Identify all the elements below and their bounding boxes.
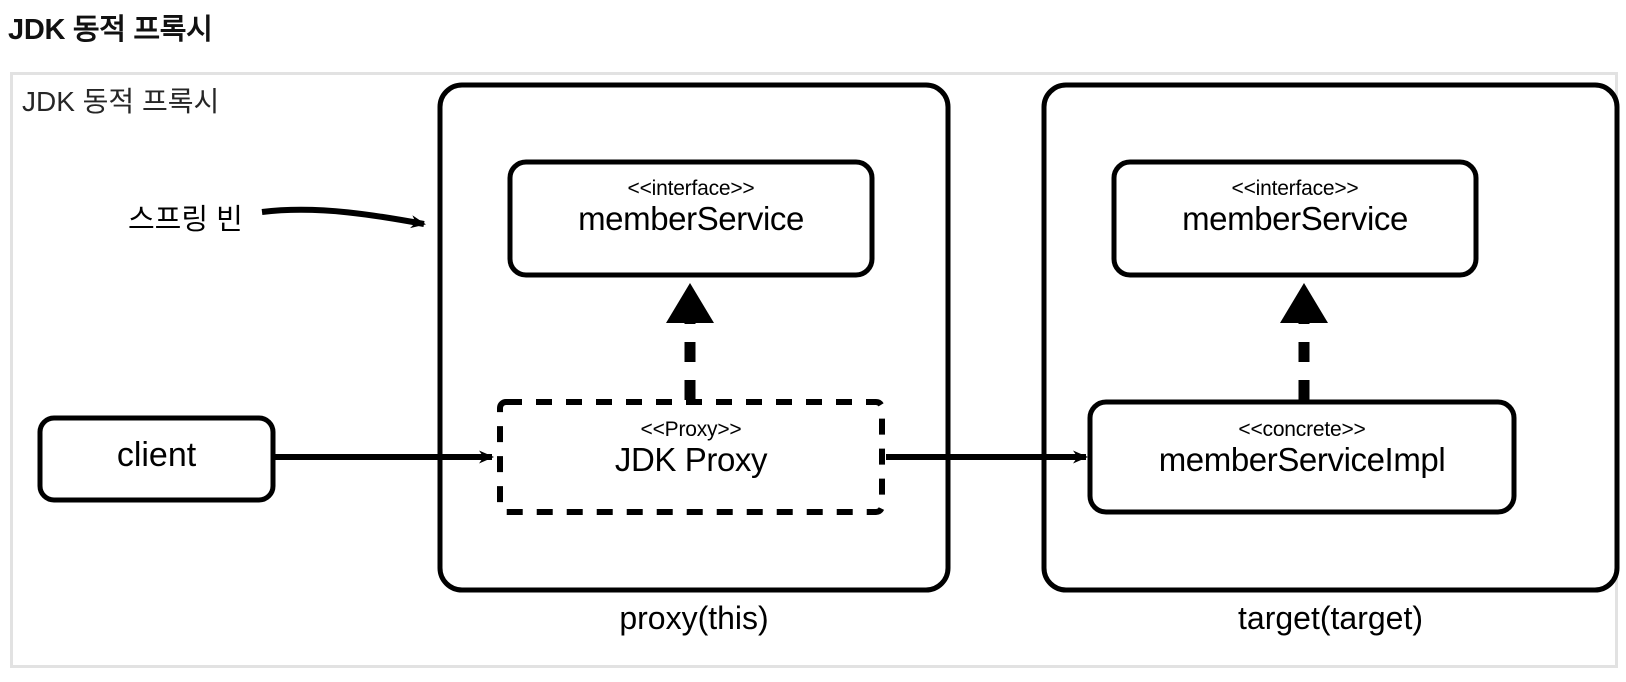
diagram-caption: JDK 동적 프록시 — [22, 86, 220, 117]
spring-bean-label: 스프링 빈 — [128, 204, 243, 236]
proxy-container-label: proxy(this) — [619, 600, 769, 636]
target-container-label: target(target) — [1238, 600, 1423, 636]
page-title: JDK 동적 프록시 — [8, 14, 213, 46]
diagram-frame — [10, 72, 1618, 668]
